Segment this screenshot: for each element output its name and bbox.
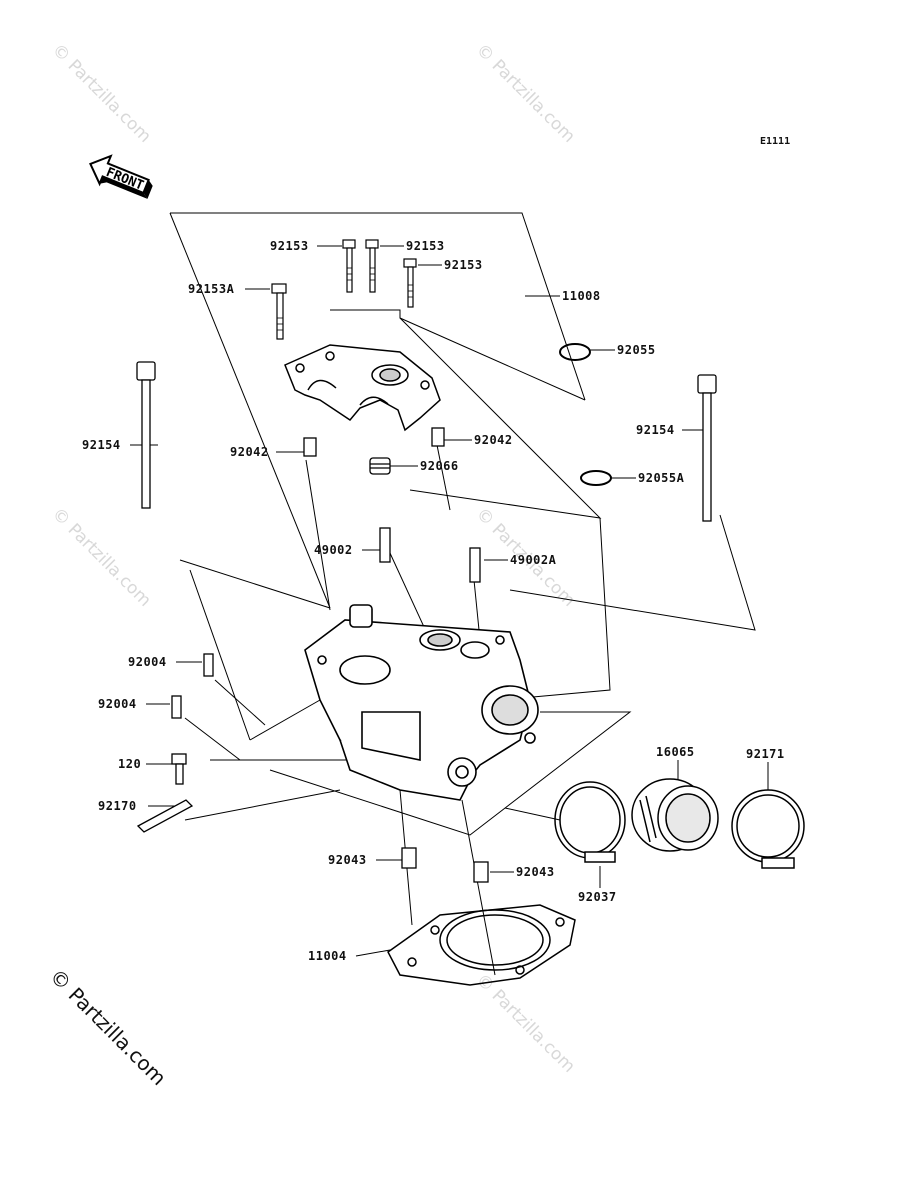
assembly-frame-line [214,679,266,726]
plug-icon [369,457,391,475]
valve-guide-icon [379,527,391,563]
bolt-icon [171,753,187,785]
assembly-frame-line [189,569,251,741]
part-label-16065[interactable]: 16065 [656,745,695,759]
carburetor-holder-icon [631,778,719,852]
bolt-icon [271,239,417,340]
assembly-frame-line [184,789,341,821]
assembly-frame-line [383,539,431,641]
diagram-code: E1111 [760,136,791,147]
assembly-frame-line [269,711,632,836]
part-label-92042[interactable]: 92042 [230,445,269,459]
front-arrow-icon: FRONT [89,154,153,199]
assembly-frame-line [249,699,321,741]
part-label-92171[interactable]: 92171 [746,747,785,761]
part-label-92154[interactable]: 92154 [82,438,121,452]
assembly-frame-line [461,799,496,976]
part-label-92153[interactable]: 92153 [406,239,445,253]
part-label-92153[interactable]: 92153 [444,258,483,272]
part-label-49002[interactable]: 49002 [314,543,353,557]
part-label-92153[interactable]: 92153 [270,239,309,253]
dowel-pin-icon [303,437,317,457]
part-label-92004[interactable]: 92004 [98,697,137,711]
part-label-92153a[interactable]: 92153A [188,282,235,296]
hose-clamp-icon [731,789,805,869]
stud-icon [171,653,214,719]
part-label-92055[interactable]: 92055 [617,343,656,357]
dowel-pin-icon [431,427,445,447]
assembly-frame-line [184,717,241,761]
part-label-92043[interactable]: 92043 [516,865,555,879]
o-ring-icon [559,343,591,361]
part-label-11008[interactable]: 11008 [562,289,601,303]
part-label-49002a[interactable]: 49002A [510,553,557,567]
part-label-92042[interactable]: 92042 [474,433,513,447]
part-label-92066[interactable]: 92066 [420,459,459,473]
bracket-icon [136,799,194,833]
assembly-frame-line [179,559,331,609]
assembly-frame-line [499,517,611,701]
stud-bolt-icon [136,361,717,522]
dowel-pin-icon [473,861,489,883]
assembly-frame-line [305,459,331,611]
o-ring-icon [580,470,612,486]
assembly-frame-line [504,807,561,821]
assembly-frame-line [509,514,756,631]
part-label-92004[interactable]: 92004 [128,655,167,669]
assembly-frame-line [435,439,451,511]
assembly-frame-line [330,309,586,401]
part-label-92037[interactable]: 92037 [578,890,617,904]
part-label-92170[interactable]: 92170 [98,799,137,813]
assembly-frame-line [399,317,602,519]
valve-guide-icon [469,547,481,583]
part-label-92154[interactable]: 92154 [636,423,675,437]
assembly-frame-line [170,212,586,401]
leader-line [355,949,391,957]
part-label-11004[interactable]: 11004 [308,949,347,963]
part-label-120[interactable]: 120 [118,757,142,771]
part-label-92055a[interactable]: 92055A [638,471,685,485]
hose-clamp-icon [554,781,626,863]
camshaft-cap-icon [284,344,441,432]
part-label-92043[interactable]: 92043 [328,853,367,867]
cylinder-head-icon [304,604,539,801]
dowel-pin-icon [401,847,417,869]
head-gasket-icon [387,904,576,986]
assembly-frame-line [169,212,331,609]
